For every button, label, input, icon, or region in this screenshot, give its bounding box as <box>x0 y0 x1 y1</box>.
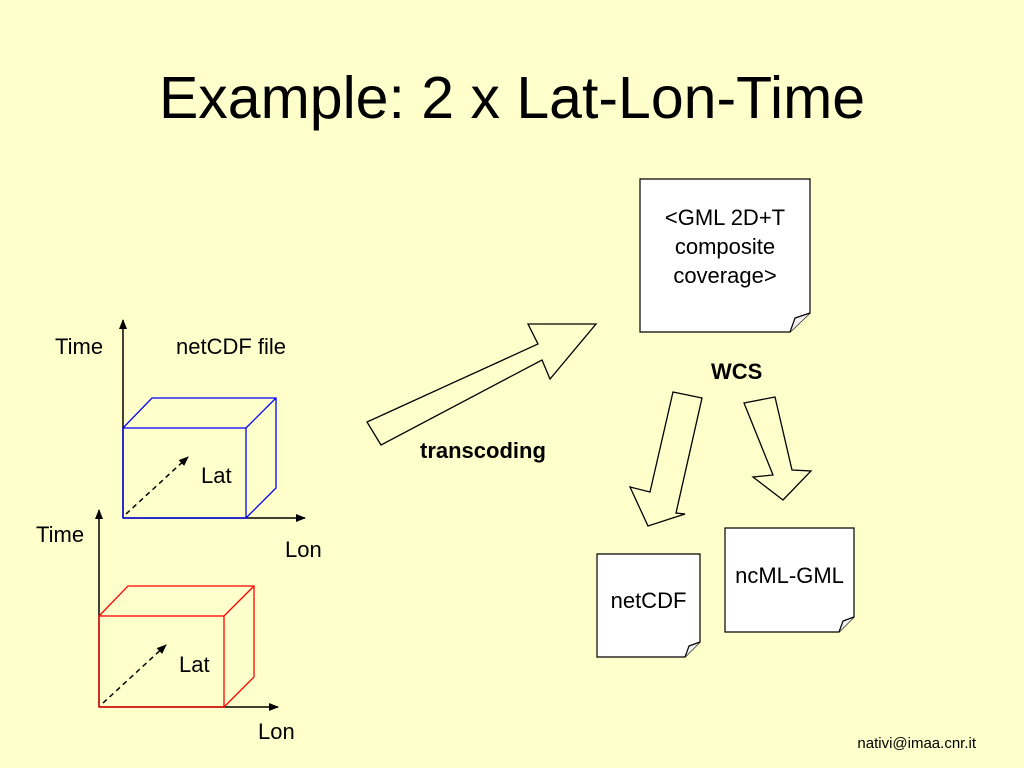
gml-line-1: <GML 2D+T <box>664 205 786 230</box>
transcoding-label: transcoding <box>420 438 546 463</box>
cube1-box <box>122 397 277 519</box>
cube2-lon-label: Lon <box>258 719 295 744</box>
gml-line-3: coverage> <box>673 263 777 288</box>
ncml-document-text: ncML-GML <box>735 563 844 588</box>
page-title: Example: 2 x Lat-Lon-Time <box>158 65 866 131</box>
cube2-box <box>98 585 255 708</box>
footer-email: nativi@imaa.cnr.it <box>857 735 976 752</box>
cube1-caption: netCDF file <box>176 334 287 359</box>
cube1-lon-label: Lon <box>285 537 322 562</box>
wcs-arrow-right <box>743 396 813 501</box>
wcs-label: WCS <box>711 359 763 384</box>
gml-line-2: composite <box>674 234 776 259</box>
cube2-lat-label: Lat <box>179 652 210 677</box>
transcoding-arrow <box>366 323 598 446</box>
cube2-time-label: Time <box>36 522 85 547</box>
cube1-time-label: Time <box>55 334 104 359</box>
gml-document-text: <GML 2D+T composite coverage> <box>640 203 810 290</box>
netcdf-document-text: netCDF <box>610 588 687 613</box>
wcs-arrow-left <box>628 391 703 527</box>
cube1-lat-label: Lat <box>201 463 232 488</box>
